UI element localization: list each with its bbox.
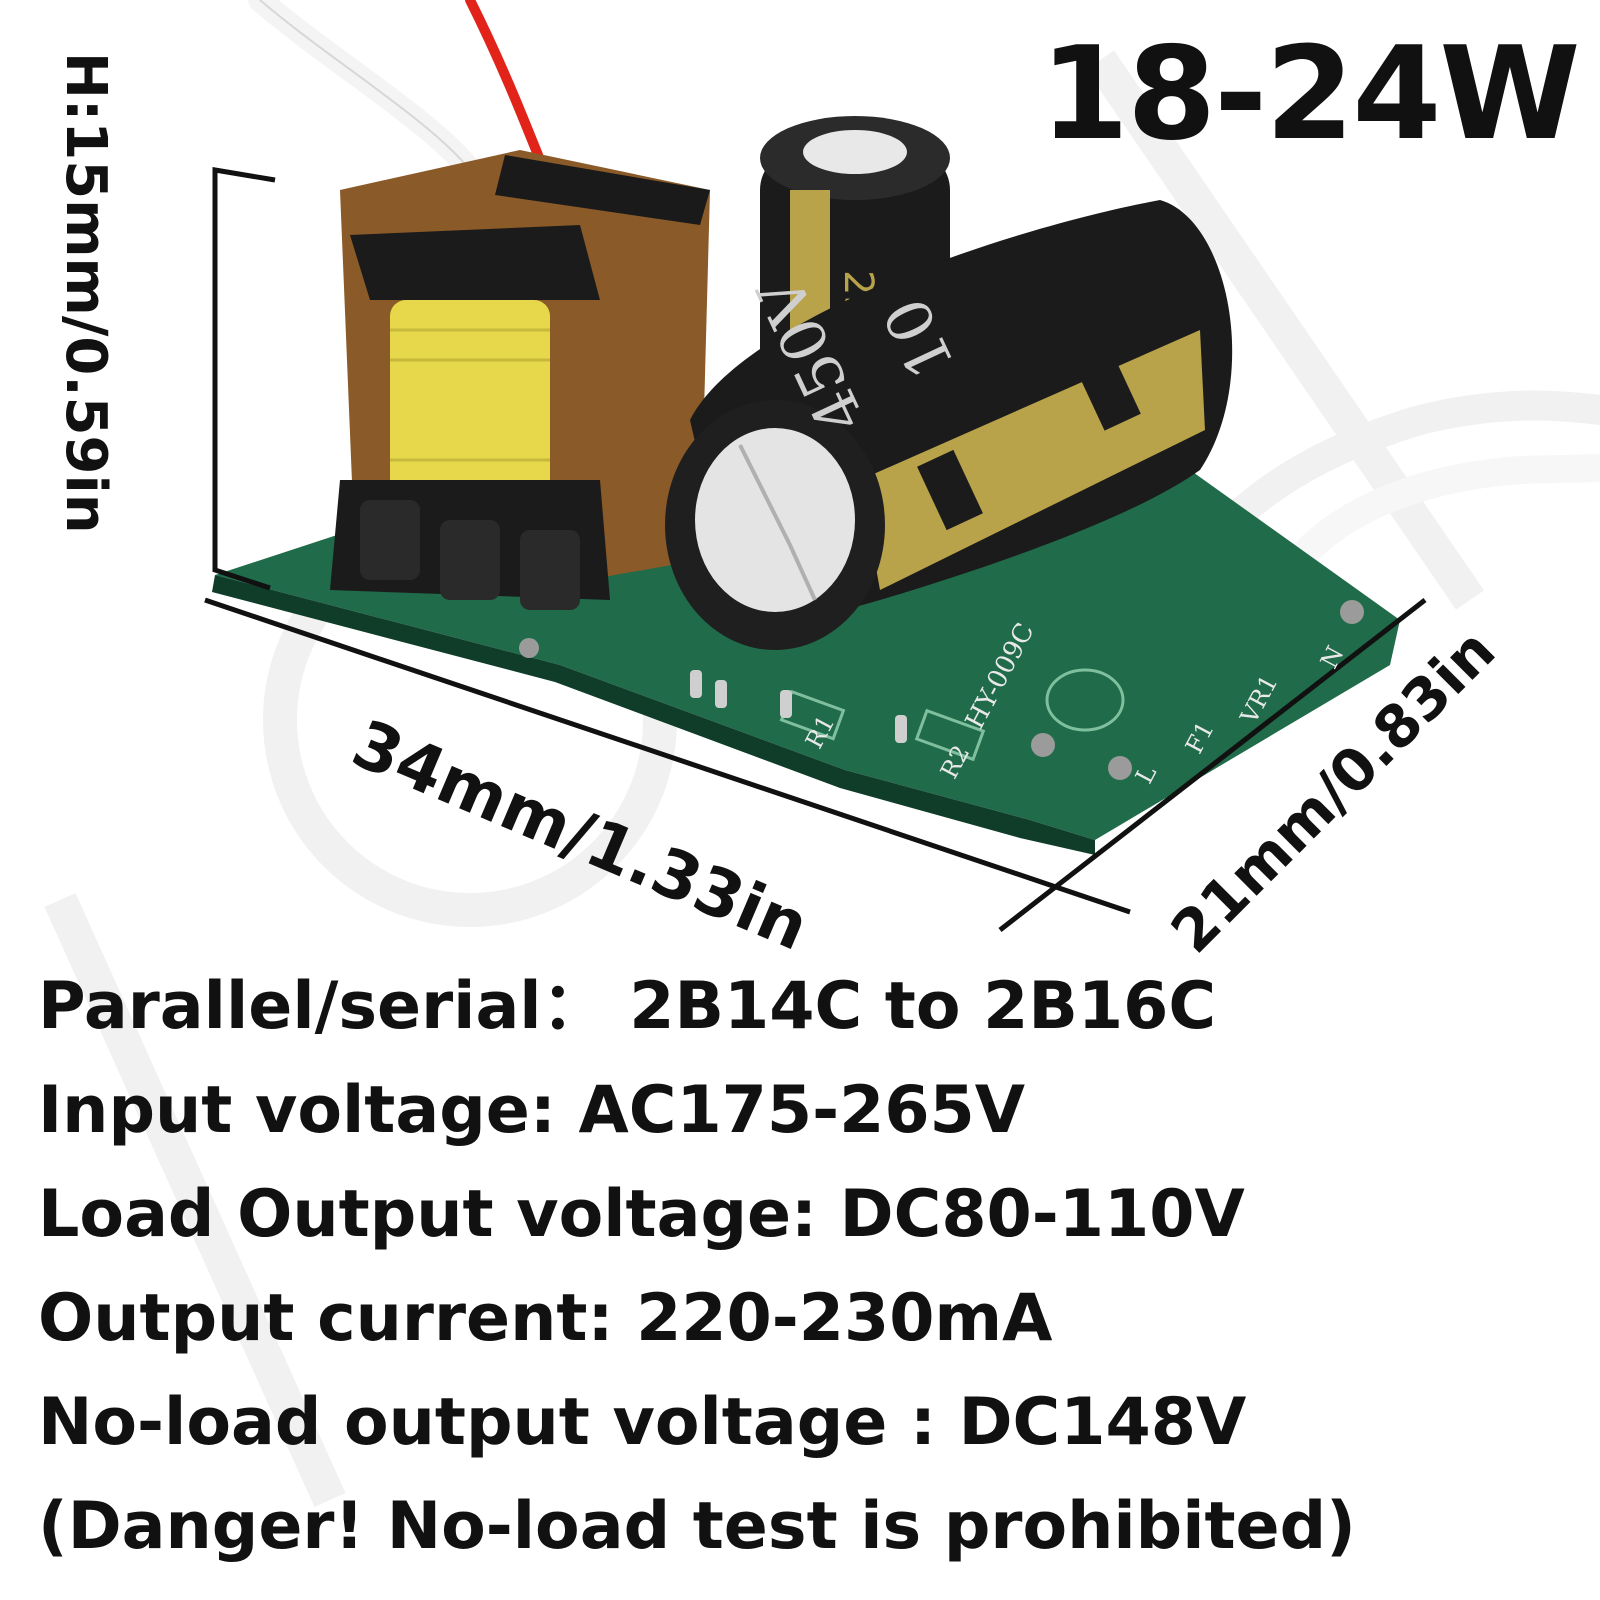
white-wire-top-outline xyxy=(259,0,471,171)
transformer xyxy=(330,150,710,610)
length-dimension-line xyxy=(204,597,1131,915)
spec-list: Parallel/serial： 2B14C to 2B16C Input vo… xyxy=(38,955,1578,1579)
spec-input-voltage: Input voltage: AC175-265V xyxy=(38,1073,1026,1148)
height-dimension-line xyxy=(212,167,276,591)
spec-no-load-voltage: No-load output voltage : DC148V xyxy=(38,1385,1247,1460)
height-dimension-label: H:15mm/0.59in xyxy=(53,52,118,534)
spec-load-output-voltage: Load Output voltage: DC80-110V xyxy=(38,1177,1245,1252)
width-dimension-line xyxy=(998,598,1427,932)
red-wire xyxy=(465,0,545,165)
dimension-lines xyxy=(204,167,1427,932)
spec-danger-warning: (Danger! No-load test is prohibited) xyxy=(38,1489,1356,1564)
large-capacitor: 450V 10 xyxy=(665,200,1233,650)
spec-parallel-serial: Parallel/serial： 2B14C to 2B16C xyxy=(38,969,1217,1044)
spec-output-current: Output current: 220-230mA xyxy=(38,1281,1053,1356)
wattage-title: 18-24W xyxy=(1040,20,1581,169)
